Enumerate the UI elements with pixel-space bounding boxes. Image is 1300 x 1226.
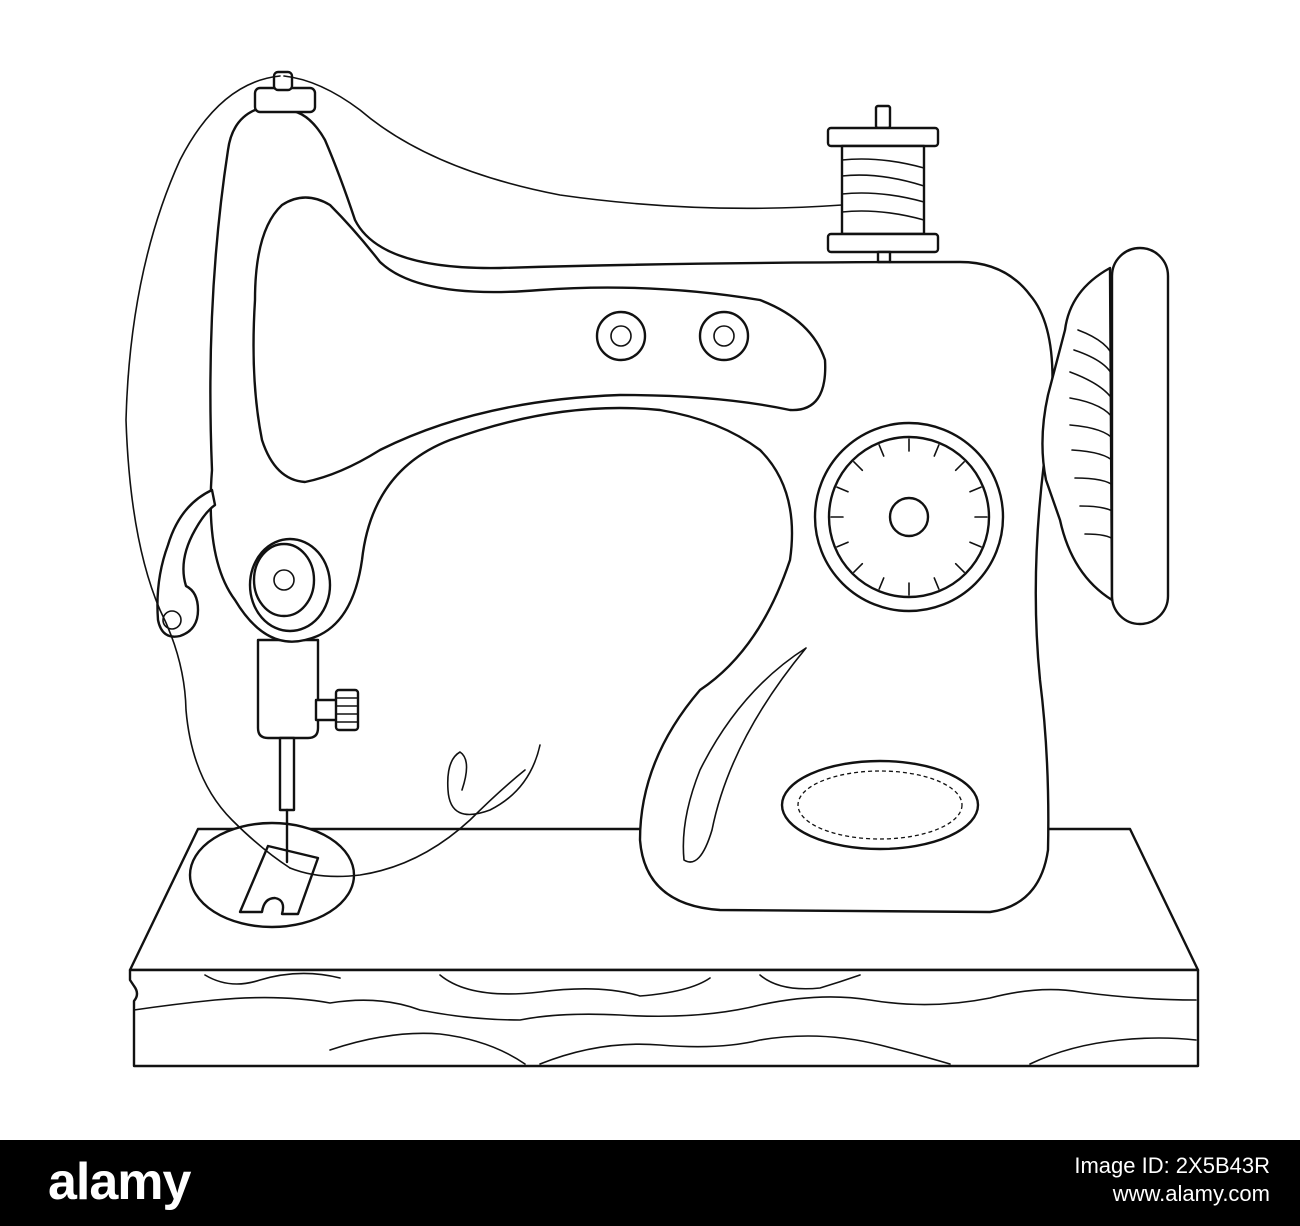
dial-tick (836, 541, 849, 548)
needle-clamp-screw-stem (314, 698, 340, 722)
needle-clamp-screw (334, 688, 360, 732)
hand-wheel (1041, 246, 1170, 626)
dial-tick (969, 541, 982, 548)
needle-bar (256, 638, 360, 864)
dial-tick (933, 444, 940, 457)
site-url-text[interactable]: www.alamy.com (1112, 1181, 1270, 1206)
dial-tick (836, 486, 849, 493)
dial-tick (954, 461, 965, 472)
needle-plate (188, 821, 356, 929)
dial-tick (933, 577, 940, 590)
base-front-face (128, 968, 1200, 1068)
dial-tick (853, 562, 864, 573)
nameplate (780, 759, 980, 851)
arm-window (252, 196, 827, 484)
stitch-dial (813, 421, 1005, 613)
sewing-machine-illustration (125, 70, 1200, 1068)
dial-tick (853, 461, 864, 472)
machine-body (209, 108, 1054, 914)
arm-buttons (595, 310, 750, 362)
alamy-logo[interactable]: alamy (48, 1153, 191, 1211)
watermark-meta: Image ID: 2X5B43R www.alamy.com (1074, 1152, 1270, 1208)
dial-tick (954, 562, 965, 573)
dial-tick (878, 444, 885, 457)
dial-tick (969, 486, 982, 493)
thread-spool (826, 104, 940, 264)
top-thread-knob (253, 86, 317, 114)
thread (125, 75, 843, 878)
thread-guide-hook (156, 488, 217, 638)
wood-grain (133, 972, 1197, 1065)
image-id-text: Image ID: 2X5B43R (1074, 1153, 1270, 1178)
watermark-bar: alamy Image ID: 2X5B43R www.alamy.com (0, 1140, 1300, 1226)
dial-tick (878, 577, 885, 590)
presser-foot (238, 844, 320, 916)
pillar-swoosh (682, 647, 807, 863)
tension-disc (248, 537, 332, 633)
